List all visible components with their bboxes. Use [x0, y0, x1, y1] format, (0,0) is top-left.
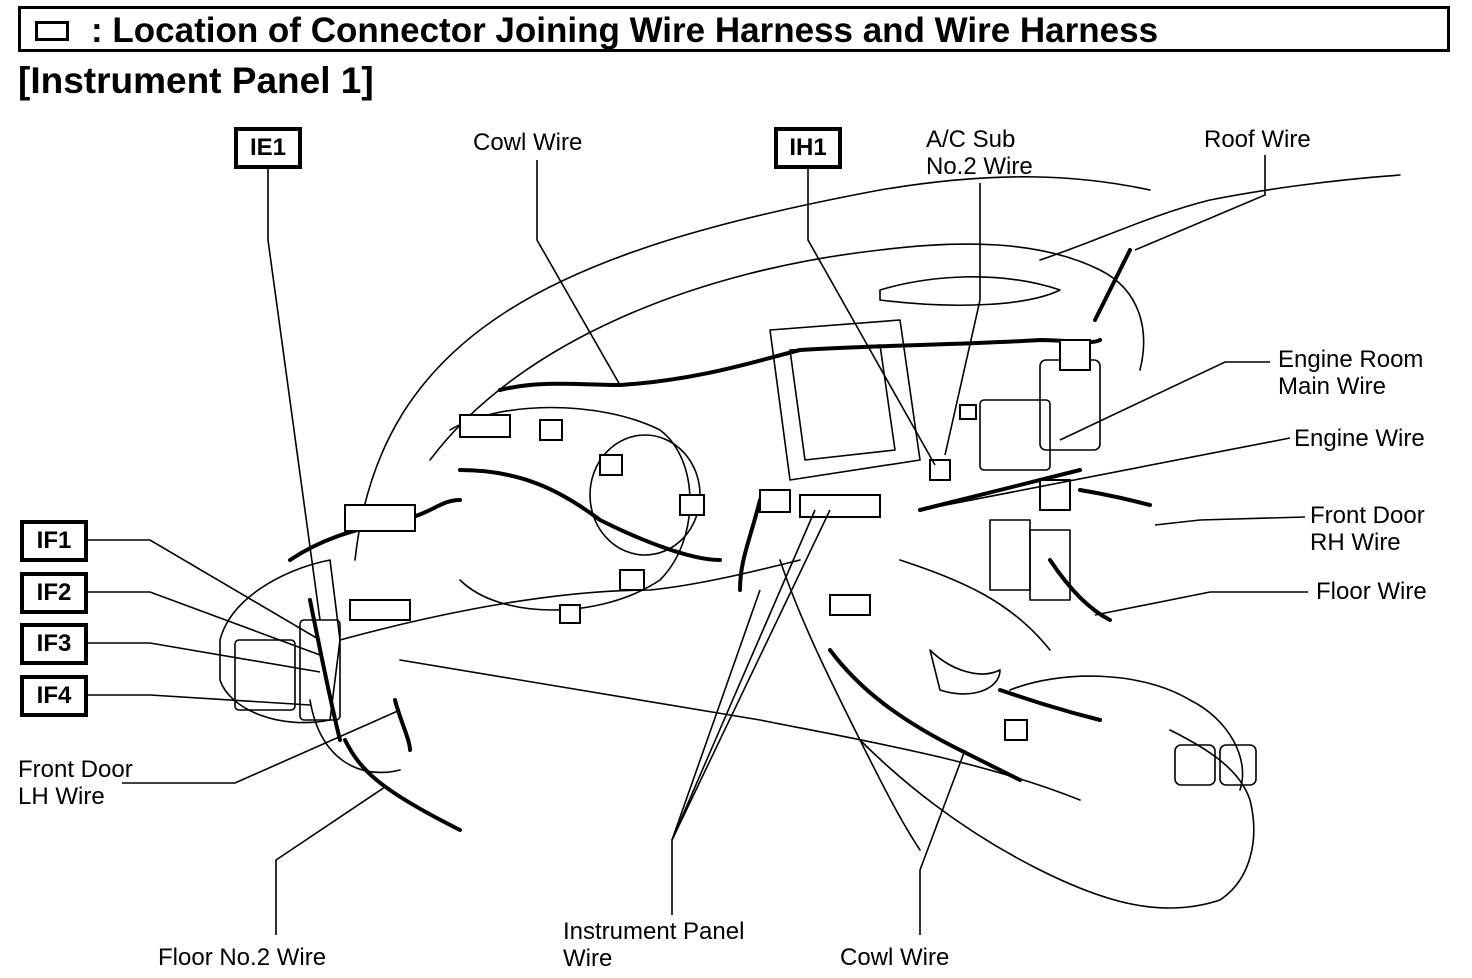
label-line: LH Wire [18, 783, 105, 810]
label-cowl-wire-top: Cowl Wire [473, 129, 583, 156]
leader-floor-no2 [275, 786, 386, 935]
right-junction [979, 399, 1051, 471]
leader-ie1 [267, 168, 321, 621]
connector-block [959, 404, 977, 420]
label-line: Instrument Panel [563, 918, 745, 945]
center-console-left [779, 559, 921, 851]
connector-block [559, 604, 581, 624]
connector-block [1059, 339, 1091, 371]
center-floor-harness [828, 648, 1022, 782]
label-front-door-lh-wire: Front Door LH Wire [18, 756, 133, 810]
lower-panel-edge [309, 699, 401, 774]
leader-cowl-top [536, 160, 621, 386]
section-title: [Instrument Panel 1] [18, 60, 374, 101]
shift-boot [929, 649, 1001, 695]
right-bracket [989, 519, 1031, 591]
leader-ih1 [807, 168, 936, 466]
console-harness [998, 688, 1102, 722]
instrument-harness [458, 468, 722, 562]
left-down-harness [308, 598, 342, 742]
leader-floor [1094, 591, 1308, 616]
engine-harness [918, 468, 1082, 512]
label-line: Front Door [18, 756, 133, 783]
vent-outline [879, 276, 1061, 307]
leader-if1 [88, 539, 321, 641]
label-line: RH Wire [1310, 529, 1401, 556]
label-front-door-rh-wire: Front Door RH Wire [1310, 502, 1425, 556]
label-engine-room-main-wire: Engine Room Main Wire [1278, 346, 1423, 400]
connector-block [829, 594, 871, 616]
roof-harness [1093, 248, 1132, 322]
connector-block [619, 569, 645, 591]
leader-front-door-lh [122, 709, 401, 784]
glove-box-area [1039, 359, 1101, 451]
center-stack-inner [789, 344, 896, 461]
label-ac-sub-no2-wire: A/C Sub No.2 Wire [926, 126, 1033, 180]
connector-block [459, 414, 511, 438]
label-line: A/C Sub [926, 126, 1016, 153]
connector-tag-if4: IF4 [20, 675, 88, 717]
connector-block [1004, 719, 1028, 741]
connector-block [344, 504, 416, 532]
center-console-right [899, 559, 1051, 651]
floor-no2-harness [343, 738, 462, 832]
relay-box [234, 639, 296, 711]
roof-line [1039, 174, 1401, 261]
front-door-lh-harness [393, 698, 412, 752]
leader-if2 [88, 591, 321, 656]
center-drop-harness [738, 498, 762, 592]
connector-tag-ih1: IH1 [774, 127, 842, 169]
leader-engine [919, 437, 1291, 511]
leader-engine-room [1059, 361, 1270, 441]
center-stack [769, 319, 921, 481]
label-cowl-wire-bottom: Cowl Wire [840, 944, 950, 971]
leader-if3 [88, 642, 321, 673]
connector-block [1039, 479, 1071, 511]
connector-symbol-icon [35, 21, 69, 41]
leader-ac-sub [944, 183, 981, 456]
connector-tag-if1: IF1 [20, 520, 88, 562]
floor-line [399, 659, 1081, 801]
leader-cowl-bottom [919, 749, 966, 935]
right-floor-harness [1048, 558, 1112, 622]
label-engine-wire: Engine Wire [1294, 425, 1425, 452]
connector-block [599, 454, 623, 476]
front-door-rh-harness [1078, 488, 1152, 507]
label-line: Main Wire [1278, 373, 1387, 400]
label-instrument-panel-wire: Instrument Panel Wire [563, 918, 744, 972]
label-line: No.2 Wire [926, 153, 1033, 180]
cup-holder [1174, 744, 1216, 786]
label-floor-no2-wire: Floor No.2 Wire [158, 944, 327, 971]
windshield-outline [354, 176, 1151, 561]
label-line: Front Door [1310, 502, 1425, 529]
leader-roof [1134, 155, 1266, 251]
connector-block [759, 489, 791, 513]
label-floor-wire: Floor Wire [1316, 578, 1427, 605]
armrest-outline [1009, 675, 1244, 791]
leader-if4 [88, 694, 311, 706]
label-line: Wire [563, 945, 613, 972]
right-relay [1029, 529, 1071, 601]
leader-instrument-panel [671, 509, 816, 915]
console-outline [859, 729, 1255, 909]
cowl-harness [498, 338, 1102, 392]
connector-block [539, 419, 563, 441]
page-title: : Location of Connector Joining Wire Har… [91, 11, 1159, 50]
connector-block [679, 494, 705, 516]
leader-front-door-rh [1154, 516, 1306, 526]
connector-block [799, 494, 881, 518]
leader-instrument-panel-2 [671, 509, 831, 841]
left-kick-panel [219, 559, 341, 724]
cup-holder-2 [1219, 744, 1257, 786]
connector-block [349, 599, 411, 621]
connector-tag-if3: IF3 [20, 623, 88, 665]
header-banner: : Location of Connector Joining Wire Har… [18, 6, 1450, 52]
label-line: Engine Room [1278, 346, 1424, 373]
dash-top-outline [429, 243, 1145, 461]
connector-tag-if2: IF2 [20, 572, 88, 614]
leader-instrument-panel-3 [671, 589, 761, 841]
label-roof-wire: Roof Wire [1204, 126, 1311, 153]
connector-tag-ie1: IE1 [234, 127, 302, 169]
